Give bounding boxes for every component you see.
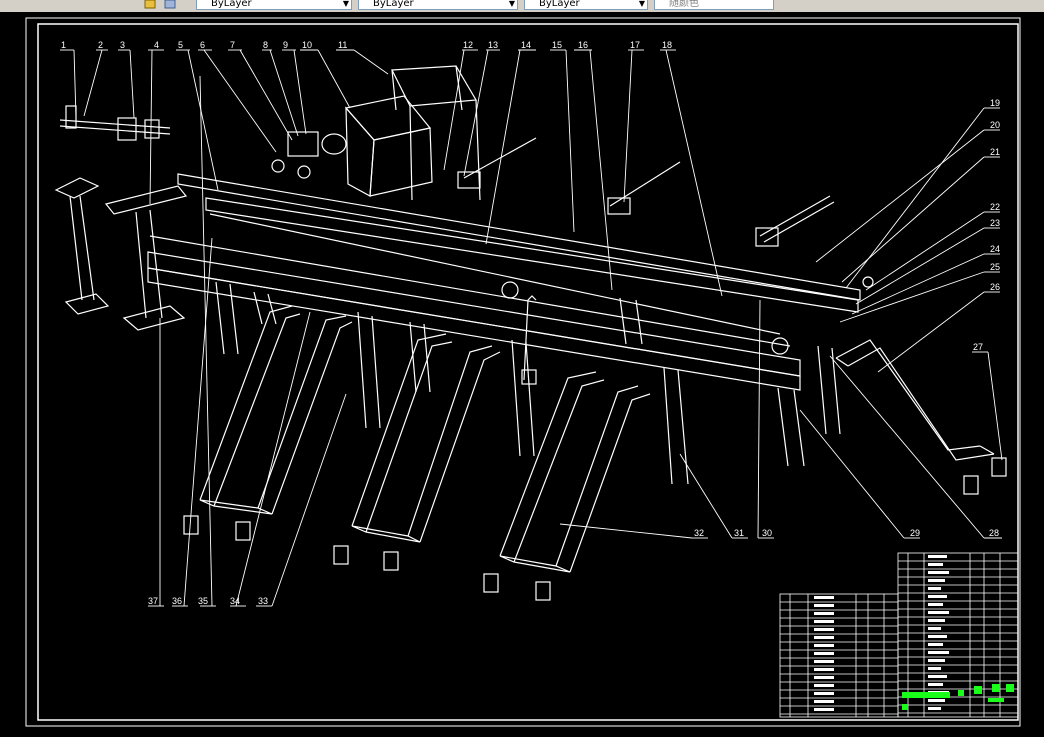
callout-34: 34 [230, 596, 240, 606]
parts-list-text-mark [928, 683, 943, 686]
color-dropdown-value: ByLayer [373, 0, 414, 9]
parts-list-text-mark [928, 707, 941, 710]
callout-31: 31 [734, 528, 744, 538]
callout-23: 23 [990, 218, 1000, 228]
parts-list-text-mark [928, 643, 943, 646]
layer-previous-icon[interactable] [164, 0, 176, 9]
color-dropdown[interactable]: ByLayer ▼ [358, 0, 518, 10]
callout-29: 29 [910, 528, 920, 538]
callout-20: 20 [990, 120, 1000, 130]
callout-33: 33 [258, 596, 268, 606]
callout-9: 9 [283, 40, 288, 50]
chevron-down-icon: ▼ [508, 0, 515, 8]
drawing-canvas[interactable]: 1 2 3 4 5 6 7 8 9 10 11 12 13 14 15 16 1… [0, 12, 1044, 737]
parts-list-text-mark [928, 667, 941, 670]
callout-25: 25 [990, 262, 1000, 272]
plotstyle-dropdown-value: 随颜色 [669, 0, 699, 9]
chevron-down-icon: ▼ [342, 0, 349, 8]
parts-list-text-mark [928, 579, 945, 582]
parts-list-text-mark [928, 571, 949, 574]
callout-24: 24 [990, 244, 1000, 254]
callout-17: 17 [630, 40, 640, 50]
layer-dropdown[interactable]: ByLayer ▼ [196, 0, 352, 10]
callouts-right: 19 20 21 22 23 24 25 26 27 28 29 [910, 98, 1000, 538]
callout-7: 7 [230, 40, 235, 50]
callout-11: 11 [338, 40, 347, 50]
callout-6: 6 [200, 40, 205, 50]
assembly-drawing [54, 65, 1007, 601]
parts-list-text-mark [928, 635, 947, 638]
callout-36: 36 [172, 596, 182, 606]
parts-list-text-mark [928, 603, 943, 606]
callout-16: 16 [578, 40, 588, 50]
parts-list-text-mark [928, 619, 945, 622]
parts-list-text-mark [814, 596, 834, 599]
parts-list-text-mark [814, 604, 834, 607]
callout-32: 32 [694, 528, 704, 538]
callout-2: 2 [98, 40, 103, 50]
callout-19: 19 [990, 98, 1000, 108]
callout-5: 5 [178, 40, 183, 50]
callout-22: 22 [990, 202, 1000, 212]
parts-list-text-mark [928, 651, 949, 654]
callout-13: 13 [488, 40, 498, 50]
callout-1: 1 [61, 40, 66, 50]
parts-list-text-mark [814, 668, 834, 671]
callout-28: 28 [989, 528, 999, 538]
layer-dropdown-value: ByLayer [211, 0, 252, 9]
parts-list-text-mark [814, 620, 834, 623]
parts-list-text-mark [814, 684, 834, 687]
callouts-top: 1 2 3 4 5 6 7 8 9 10 11 12 13 14 15 16 1… [61, 40, 672, 50]
chevron-down-icon: ▼ [638, 0, 645, 8]
callout-15: 15 [552, 40, 562, 50]
callout-3: 3 [120, 40, 125, 50]
parts-list-text-mark [928, 675, 947, 678]
callout-35: 35 [198, 596, 208, 606]
parts-list-text-mark [814, 612, 834, 615]
layer-state-icon[interactable] [144, 0, 156, 9]
title-block-highlights [902, 684, 1014, 710]
callouts-bottom: 30 31 32 33 34 35 36 37 [148, 528, 772, 606]
parts-list-text-mark [928, 611, 949, 614]
parts-list-text-mark [928, 699, 945, 702]
drawing-frame [25, 17, 1021, 727]
callout-18: 18 [662, 40, 672, 50]
callout-8: 8 [263, 40, 268, 50]
callout-12: 12 [463, 40, 473, 50]
linetype-dropdown[interactable]: ByLayer ▼ [524, 0, 648, 10]
parts-list-text-mark [928, 555, 947, 558]
parts-list-text-mark [928, 595, 947, 598]
callout-26: 26 [990, 282, 1000, 292]
parts-list-text-mark [814, 692, 834, 695]
callout-4: 4 [154, 40, 159, 50]
parts-list-text-mark [928, 627, 941, 630]
callout-37: 37 [148, 596, 158, 606]
callout-27: 27 [973, 342, 983, 352]
parts-list-text-mark [814, 636, 834, 639]
leader-lines [60, 49, 1003, 607]
parts-list-text-mark [814, 660, 834, 663]
parts-list-text-mark [814, 700, 834, 703]
linetype-dropdown-value: ByLayer [539, 0, 580, 9]
parts-list-text-mark [814, 708, 834, 711]
parts-list-text-mark [814, 628, 834, 631]
parts-list-text-mark [814, 652, 834, 655]
callout-21: 21 [990, 147, 1000, 157]
parts-list-text-mark [928, 563, 943, 566]
callout-10: 10 [302, 40, 312, 50]
callout-30: 30 [762, 528, 772, 538]
parts-list-text-mark [928, 587, 941, 590]
plotstyle-dropdown[interactable]: 随颜色 [654, 0, 774, 10]
parts-list-text-mark [928, 659, 945, 662]
parts-list-text-mark [814, 644, 834, 647]
parts-list-text-mark [814, 676, 834, 679]
callout-14: 14 [521, 40, 531, 50]
